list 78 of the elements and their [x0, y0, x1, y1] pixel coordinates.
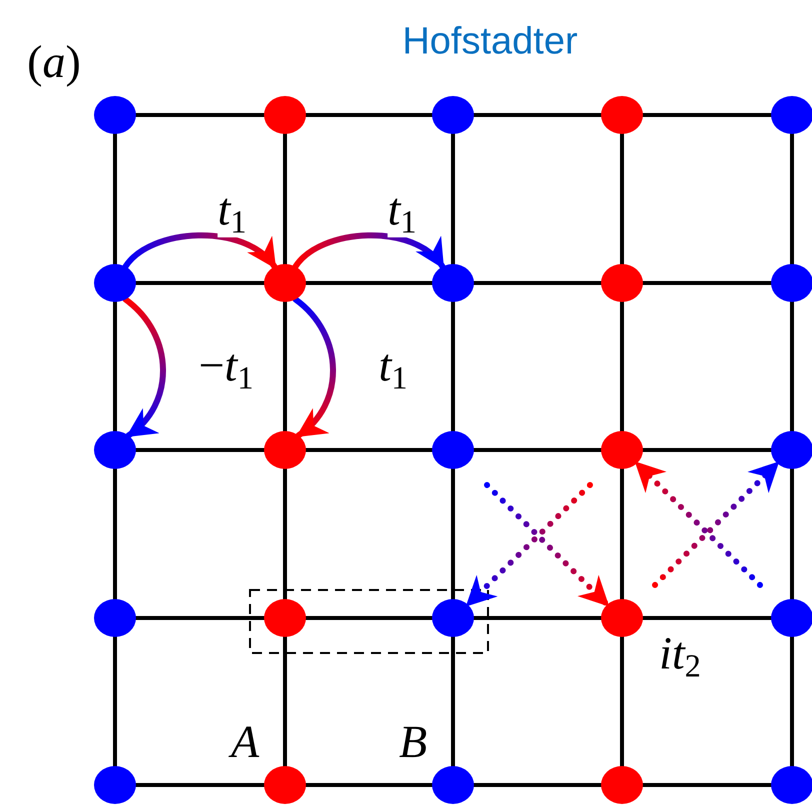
grid-line: [134, 281, 266, 285]
lattice-site: [601, 431, 643, 469]
grid-line: [304, 783, 434, 787]
grid-line: [620, 635, 624, 768]
curved-arrow: [122, 296, 166, 438]
hopping-label: it$_{2}$: [659, 630, 701, 682]
grid-line: [790, 467, 794, 601]
lattice-site: [264, 599, 306, 637]
dotted-arrow: [652, 460, 780, 588]
grid-line: [620, 300, 624, 433]
sublattice-label: A: [230, 719, 260, 765]
lattice-site: [94, 96, 136, 134]
lattice-site: [94, 766, 136, 804]
grid-line: [304, 113, 434, 117]
grid-line: [472, 281, 603, 285]
grid-line: [620, 467, 624, 601]
lattice-site: [264, 264, 306, 302]
lattice-site: [771, 431, 812, 469]
grid-line: [113, 300, 117, 433]
grid-line: [790, 300, 794, 433]
lattice-site: [771, 264, 812, 302]
grid-line: [472, 616, 603, 620]
grid-line: [134, 616, 266, 620]
dotted-arrow: [464, 482, 593, 608]
curved-arrow: [122, 232, 278, 270]
grid-line: [304, 281, 434, 285]
grid-line: [641, 113, 773, 117]
grid-line: [304, 616, 434, 620]
lattice-site: [601, 599, 643, 637]
grid-line: [451, 132, 455, 266]
lattice-site: [432, 599, 474, 637]
grid-line: [113, 132, 117, 266]
grid-line: [641, 783, 773, 787]
lattice-site: [771, 766, 812, 804]
grid-line: [113, 635, 117, 768]
lattice-site: [601, 766, 643, 804]
grid-line: [113, 467, 117, 601]
grid-line: [641, 448, 773, 452]
lattice-site: [432, 766, 474, 804]
grid-line: [134, 113, 266, 117]
lattice-site: [94, 599, 136, 637]
grid-line: [620, 132, 624, 266]
grid-line: [472, 113, 603, 117]
lattice-site: [601, 264, 643, 302]
grid-line: [134, 783, 266, 787]
lattice-site: [771, 96, 812, 134]
grid-line: [283, 635, 287, 768]
lattice-site: [771, 599, 812, 637]
lattice-site: [432, 96, 474, 134]
grid-line: [134, 448, 266, 452]
lattice-site: [264, 96, 306, 134]
grid-line: [641, 281, 773, 285]
grid-line: [283, 132, 287, 266]
sublattice-label: B: [398, 719, 428, 765]
title: Hofstadter: [402, 20, 578, 64]
grid-line: [451, 635, 455, 768]
lattice-site: [264, 766, 306, 804]
grid-line: [283, 300, 287, 433]
lattice-site: [601, 96, 643, 134]
curved-arrow: [292, 296, 336, 438]
lattice-site: [264, 431, 306, 469]
grid-line: [283, 467, 287, 601]
panel-label: (a): [27, 39, 81, 85]
grid-line: [472, 448, 603, 452]
grid-line: [641, 616, 773, 620]
curved-arrow: [292, 232, 446, 270]
lattice-site: [94, 264, 136, 302]
grid-line: [451, 467, 455, 601]
lattice-site: [94, 431, 136, 469]
dotted-arrow: [484, 482, 610, 608]
lattice-site: [432, 431, 474, 469]
dotted-arrow: [634, 460, 763, 588]
grid-line: [304, 448, 434, 452]
lattice-site: [432, 264, 474, 302]
grid-line: [472, 783, 603, 787]
grid-line: [790, 635, 794, 768]
grid-line: [790, 132, 794, 266]
grid-line: [451, 300, 455, 433]
